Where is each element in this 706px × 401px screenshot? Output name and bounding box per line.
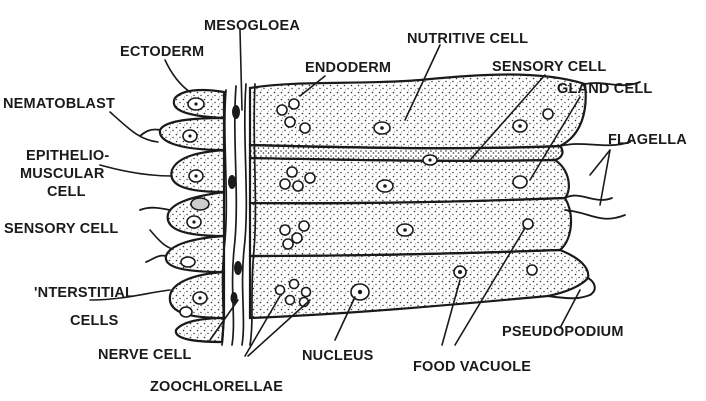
- label-food-vacuole: FOOD VACUOLE: [413, 359, 531, 375]
- label-pseudopodium: PSEUDOPODIUM: [502, 324, 624, 340]
- label-flagella: FLAGELLA: [608, 132, 687, 148]
- label-nematoblast: NEMATOBLAST: [3, 96, 115, 112]
- label-gland-cell: GLAND CELL: [557, 81, 652, 97]
- label-epithelio-3: CELL: [47, 184, 86, 200]
- label-epithelio-1: EPITHELIO-: [26, 148, 109, 164]
- label-interstitial-1: 'NTERSTITIAL: [34, 285, 134, 301]
- label-nutritive-cell: NUTRITIVE CELL: [407, 31, 528, 47]
- label-interstitial-2: CELLS: [70, 313, 119, 329]
- label-nucleus: NUCLEUS: [302, 348, 374, 364]
- label-endoderm: ENDODERM: [305, 60, 391, 76]
- ectoderm-projections: [140, 129, 170, 262]
- label-epithelio-2: MUSCULAR: [20, 166, 105, 182]
- label-sensory-cell-top: SENSORY CELL: [492, 59, 606, 75]
- label-mesogloea: MESOGLOEA: [204, 18, 300, 34]
- label-nerve-cell: NERVE CELL: [98, 347, 192, 363]
- label-zoochlorellae: ZOOCHLORELLAE: [150, 379, 283, 395]
- label-sensory-cell-left: SENSORY CELL: [4, 221, 118, 237]
- label-ectoderm: ECTODERM: [120, 44, 204, 60]
